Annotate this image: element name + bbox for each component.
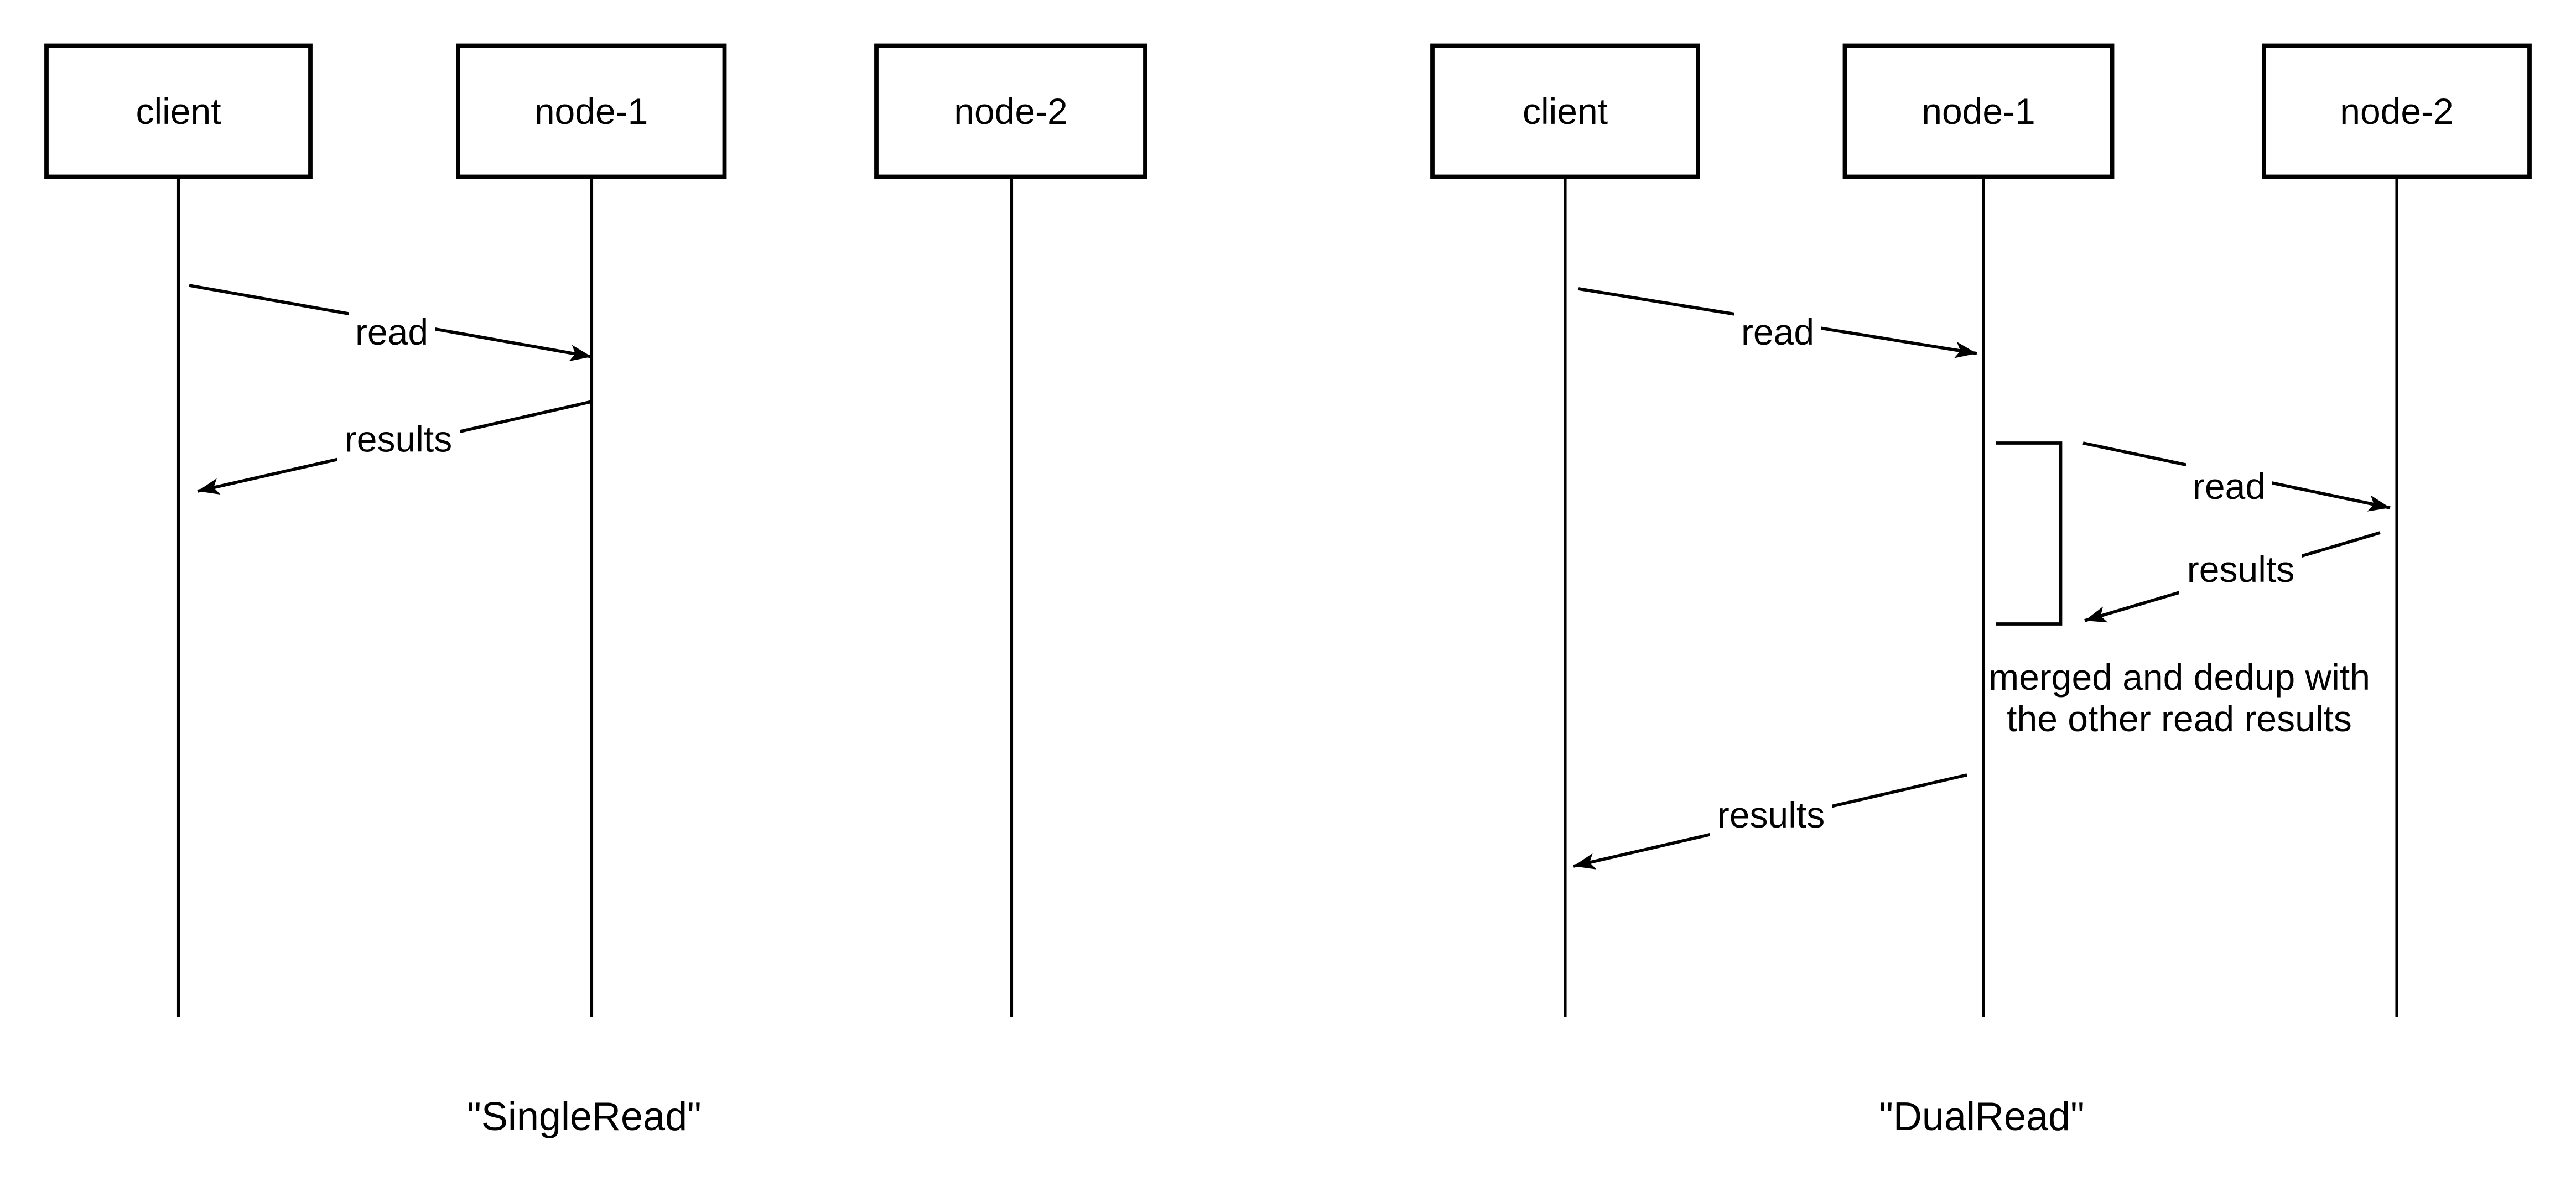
caption-dual-read: "DualRead"	[1879, 1095, 2084, 1139]
actor-label-node-1: node-1	[534, 91, 648, 132]
note-line-2: the other read results	[2007, 698, 2352, 739]
actor-box-node-1	[456, 43, 727, 179]
note-line-1: merged and dedup with	[1988, 657, 2370, 698]
message-label-read: read	[355, 311, 428, 352]
actor-label-client: client	[1523, 91, 1608, 132]
actor-box-client	[44, 43, 313, 179]
message-label-bg	[1710, 792, 1832, 838]
message-label-bg	[349, 309, 435, 355]
message-label-bg	[2186, 463, 2272, 509]
actor-label-node-1: node-1	[1921, 91, 2035, 132]
actor-box-client	[1430, 43, 1700, 179]
message-label-bg	[2179, 544, 2302, 594]
actor-label-client: client	[136, 91, 221, 132]
diagram-dual-read: client node-1 node-2 read read results m…	[1430, 43, 2532, 1139]
message-label-bg	[1734, 309, 1821, 355]
actor-label-node-2: node-2	[2340, 91, 2454, 132]
actor-label-node-2: node-2	[954, 91, 1068, 132]
actor-box-node-2	[874, 43, 1147, 179]
activation-bracket-node-1	[1996, 441, 2063, 626]
diagram-single-read: client node-1 node-2 read results "Singl…	[44, 43, 1147, 1139]
message-label-results-2: results	[2187, 549, 2294, 590]
message-label-results: results	[345, 419, 452, 460]
message-label-results-3: results	[1717, 794, 1825, 835]
actor-box-node-1	[1842, 43, 2115, 179]
message-label-read: read	[1741, 311, 1814, 352]
actor-box-node-2	[2262, 43, 2532, 179]
message-label-read-2: read	[2193, 466, 2266, 507]
caption-single-read: "SingleRead"	[467, 1095, 701, 1139]
message-label-bg	[337, 415, 460, 462]
